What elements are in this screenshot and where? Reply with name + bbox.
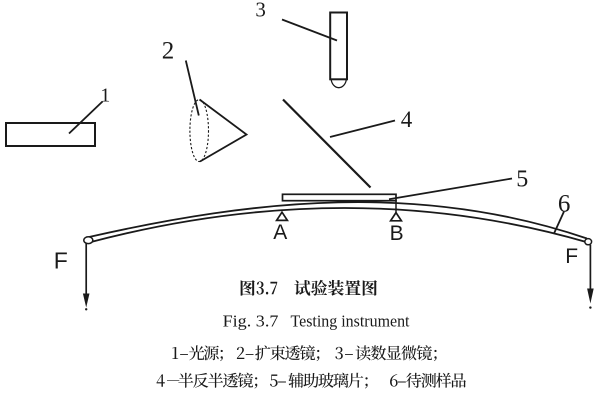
svg-text:Testing instrument: Testing instrument [291, 312, 410, 331]
svg-text:F: F [565, 245, 578, 268]
svg-text:Fig. 3.7: Fig. 3.7 [223, 312, 279, 331]
svg-text:B: B [390, 222, 404, 245]
svg-text:F: F [54, 248, 68, 274]
svg-text:2: 2 [162, 37, 175, 64]
svg-text:1: 1 [100, 85, 110, 107]
svg-text:A: A [273, 221, 287, 244]
svg-text:4: 4 [401, 107, 413, 132]
svg-text:5: 5 [516, 167, 528, 193]
svg-text:3: 3 [255, 0, 266, 21]
svg-text:6: 6 [558, 190, 571, 217]
